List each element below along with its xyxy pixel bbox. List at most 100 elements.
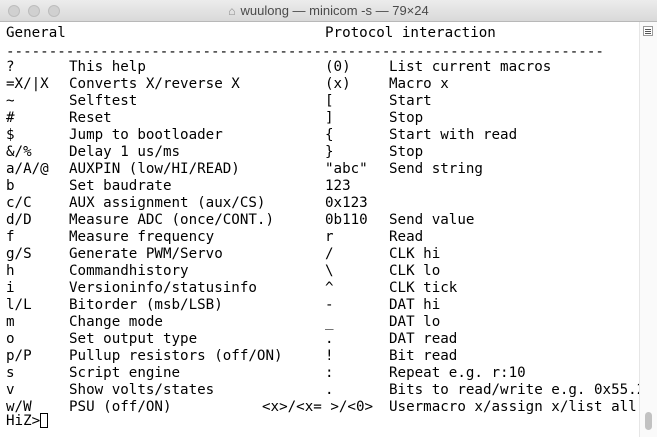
command-key: c/C (6, 195, 32, 211)
command-key: a/A/@ (6, 161, 49, 177)
protocol-description: DAT lo (389, 314, 441, 330)
command-description: Converts X/reverse X (69, 76, 240, 92)
protocol-description: Stop (389, 144, 424, 160)
command-description: Delay 1 us/ms (69, 144, 181, 160)
protocol-key: : (325, 365, 334, 381)
separator-line: ----------------------------------------… (6, 44, 606, 60)
protocol-key: (x) (325, 76, 351, 92)
protocol-key: } (325, 144, 334, 160)
protocol-key: / (325, 246, 334, 262)
protocol-description: Send string (389, 161, 483, 177)
protocol-description: DAT hi (389, 297, 441, 313)
terminal-output[interactable]: General Protocol interaction -----------… (0, 22, 645, 437)
menu-lines-icon[interactable] (643, 26, 653, 36)
command-description: Measure frequency (69, 229, 215, 245)
command-key: =X/|X (6, 76, 49, 92)
protocol-description: Usermacro x/assign x/list all (389, 399, 637, 415)
protocol-description: Macro x (389, 76, 449, 92)
command-description: Bitorder (msb/LSB) (69, 297, 223, 313)
protocol-description: Bit read (389, 348, 458, 364)
command-description: Set output type (69, 331, 198, 347)
protocol-description: CLK lo (389, 263, 441, 279)
command-description: Set baudrate (69, 178, 172, 194)
protocol-key: ^ (325, 280, 334, 296)
command-key: s (6, 365, 15, 381)
protocol-description: DAT read (389, 331, 458, 347)
prompt-text: HiZ> (6, 413, 41, 429)
home-icon: ⌂ (228, 4, 236, 18)
protocol-description: Read (389, 229, 424, 245)
scroll-thumb[interactable] (645, 412, 652, 430)
command-description: Jump to bootloader (69, 127, 223, 143)
window-title-text: wuulong — minicom -s — 79×24 (240, 3, 429, 18)
window-title: ⌂ wuulong — minicom -s — 79×24 (0, 3, 657, 18)
command-description: AUX assignment (aux/CS) (69, 195, 266, 211)
protocol-key: . (325, 382, 334, 398)
protocol-description: Repeat e.g. r:10 (389, 365, 526, 381)
protocol-key: \ (325, 263, 334, 279)
command-key: h (6, 263, 15, 279)
protocol-header: Protocol interaction (325, 25, 496, 41)
protocol-description: CLK hi (389, 246, 441, 262)
command-description: Script engine (69, 365, 181, 381)
protocol-description: Send value (389, 212, 475, 228)
command-key: b (6, 178, 15, 194)
protocol-key: <x>/<x= >/<0> (262, 399, 374, 415)
protocol-key: [ (325, 93, 334, 109)
command-key: v (6, 382, 15, 398)
command-key: m (6, 314, 15, 330)
close-button[interactable] (8, 5, 20, 17)
window-controls (8, 5, 60, 17)
command-key: ~ (6, 93, 15, 109)
command-description: This help (69, 59, 146, 75)
command-description: PSU (off/ON) (69, 399, 172, 415)
command-description: Selftest (69, 93, 138, 109)
protocol-key: "abc" (325, 161, 368, 177)
protocol-description: Start (389, 93, 432, 109)
scrollbar[interactable] (639, 22, 657, 437)
protocol-key: ! (325, 348, 334, 364)
command-key: d/D (6, 212, 32, 228)
command-description: Change mode (69, 314, 163, 330)
command-key: g/S (6, 246, 32, 262)
protocol-key: 123 (325, 178, 351, 194)
protocol-key: - (325, 297, 334, 313)
command-description: Measure ADC (once/CONT.) (69, 212, 274, 228)
command-key: w/W (6, 399, 32, 415)
command-description: Generate PWM/Servo (69, 246, 223, 262)
header-line: General Protocol interaction (0, 25, 496, 42)
protocol-key: . (325, 331, 334, 347)
protocol-key: r (325, 229, 334, 245)
protocol-key: (0) (325, 59, 351, 75)
text-cursor (40, 413, 49, 428)
protocol-key: 0b110 (325, 212, 368, 228)
protocol-description: List current macros (389, 59, 552, 75)
command-description: Show volts/states (69, 382, 215, 398)
zoom-button[interactable] (48, 5, 60, 17)
protocol-key: _ (325, 314, 334, 330)
protocol-description: CLK tick (389, 280, 458, 296)
command-key: o (6, 331, 15, 347)
general-header: General (6, 25, 66, 41)
protocol-key: ] (325, 110, 334, 126)
command-description: Commandhistory (69, 263, 189, 279)
command-description: Reset (69, 110, 112, 126)
command-key: l/L (6, 297, 32, 313)
command-key: ? (6, 59, 15, 75)
command-description: Versioninfo/statusinfo (69, 280, 257, 296)
minimize-button[interactable] (28, 5, 40, 17)
command-key: f (6, 229, 15, 245)
title-bar[interactable]: ⌂ wuulong — minicom -s — 79×24 (0, 0, 657, 22)
command-key: &/% (6, 144, 32, 160)
protocol-description: Stop (389, 110, 424, 126)
protocol-description: Start with read (389, 127, 518, 143)
protocol-description: Bits to read/write e.g. 0x55.2 (389, 382, 646, 398)
command-key: # (6, 110, 15, 126)
prompt-line[interactable]: HiZ> (0, 413, 51, 430)
protocol-key: { (325, 127, 334, 143)
command-description: Pullup resistors (off/ON) (69, 348, 283, 364)
command-key: p/P (6, 348, 32, 364)
command-description: AUXPIN (low/HI/READ) (69, 161, 240, 177)
command-key: $ (6, 127, 15, 143)
